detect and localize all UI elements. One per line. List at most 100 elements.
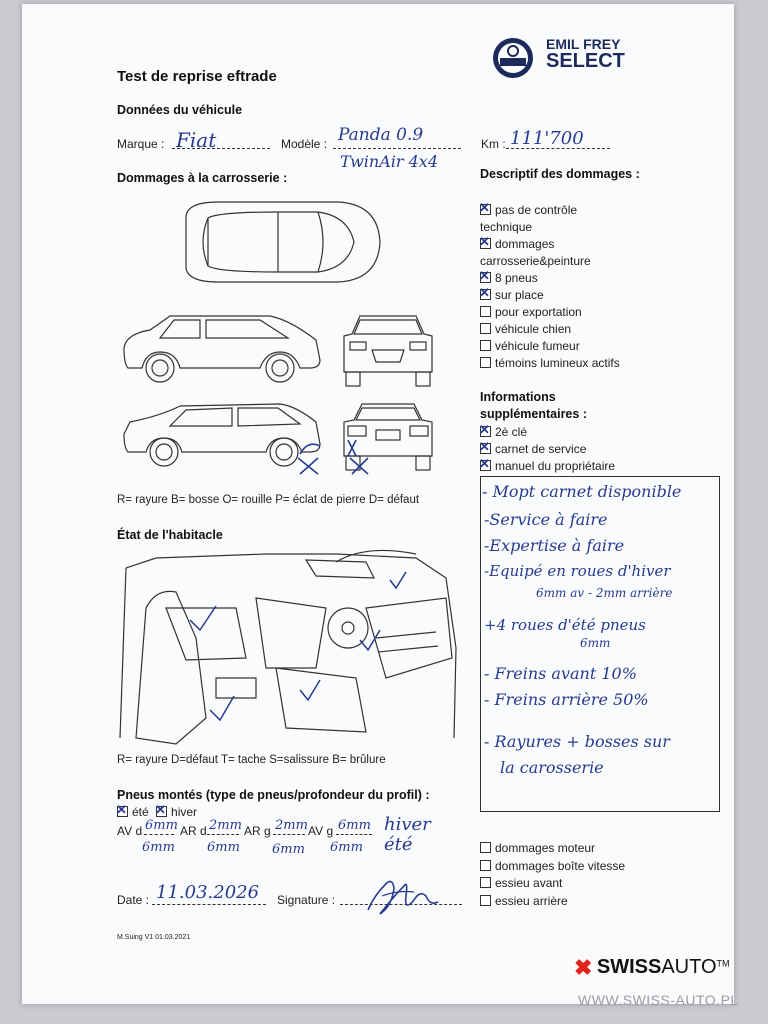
item-label: sur place: [495, 288, 544, 302]
logo-line1: EMIL FREY: [546, 36, 621, 52]
extra-info-item-2[interactable]: manuel du propriétaire: [479, 456, 616, 473]
item-label: dommages moteur: [495, 841, 596, 855]
checkbox-icon[interactable]: [480, 877, 491, 888]
ar-g-label: AR g: [244, 824, 271, 838]
item-label: dommages: [495, 237, 555, 251]
damage-desc-heading: Descriptif des dommages :: [480, 167, 640, 181]
interior-diagram: [119, 549, 457, 745]
swiss-auto-watermark: ✖ SWISSAUTOTM: [574, 955, 730, 981]
bodywork-legend: R= rayure B= bosse O= rouille P= éclat d…: [117, 494, 420, 506]
emil-frey-seal-icon: [493, 38, 533, 78]
car-side-view-right-diagram: [123, 315, 321, 383]
notes-box[interactable]: [480, 476, 720, 812]
av-g-field: [336, 820, 372, 835]
damage-desc-item-3[interactable]: sur place: [479, 285, 544, 302]
item-label: pour exportation: [495, 305, 582, 319]
watermark-brand-b: AUTO: [661, 956, 717, 978]
tyre-ete-checkbox[interactable]: [116, 802, 128, 818]
tyre-ete-label: été: [132, 805, 149, 819]
modele-value-1: Panda 0.9: [338, 125, 424, 145]
checkbox-icon[interactable]: [479, 422, 491, 438]
km-value: 111'700: [510, 128, 584, 149]
item-label: témoins lumineux actifs: [495, 356, 620, 370]
car-rear-view-diagram: [343, 403, 433, 471]
item-label: 2è clé: [495, 425, 528, 439]
damage-desc-item-7[interactable]: témoins lumineux actifs: [480, 356, 620, 370]
modele-field: [333, 132, 461, 149]
interior-damage-marks: [189, 571, 407, 722]
item-label: manuel du propriétaire: [495, 459, 616, 473]
damage-desc-item-4[interactable]: pour exportation: [480, 305, 582, 319]
note-line-6: 6mm: [580, 636, 611, 650]
modele-label: Modèle :: [281, 137, 328, 151]
watermark-url[interactable]: WWW.SWISS-AUTO.PL: [578, 992, 739, 1008]
checkbox-icon[interactable]: [480, 323, 491, 334]
damage-desc-item-6[interactable]: véhicule fumeur: [480, 339, 580, 353]
checkbox-icon[interactable]: [480, 340, 491, 351]
tyre-hiver-checkbox[interactable]: [155, 802, 168, 818]
damage-desc-item-1[interactable]: dommages: [479, 234, 555, 251]
damage-desc-item-0-cont: technique: [480, 220, 533, 234]
season-1: hiver: [384, 814, 431, 835]
watermark-tm: TM: [716, 958, 730, 969]
car-side-view-left-diagram: [123, 403, 321, 467]
checkbox-icon[interactable]: [479, 268, 491, 284]
note-line-7: - Freins avant 10%: [484, 664, 637, 683]
checkbox-icon[interactable]: [480, 860, 491, 871]
ar-d-value: 2mm: [209, 818, 242, 833]
checkbox-icon[interactable]: [480, 357, 491, 368]
vehicle-heading: Données du véhicule: [117, 103, 243, 117]
checkbox-icon[interactable]: [480, 306, 491, 317]
km-field: [506, 132, 610, 149]
extra-damage-item-0[interactable]: dommages moteur: [480, 841, 595, 855]
extra-info-heading-2: supplémentaires :: [480, 407, 587, 421]
tyres-heading: Pneus montés (type de pneus/profondeur d…: [117, 788, 430, 802]
item-label: 8 pneus: [495, 271, 538, 285]
item-label: pas de contrôle: [495, 203, 578, 217]
note-line-5: +4 roues d'été pneus: [484, 616, 646, 634]
checkbox-icon[interactable]: [479, 456, 491, 472]
checkbox-icon[interactable]: [479, 285, 491, 301]
checkbox-icon[interactable]: [479, 234, 491, 250]
tyre-hiver-label: hiver: [171, 805, 198, 819]
ar-d-label: AR d: [180, 824, 207, 838]
interior-legend: R= rayure D=défaut T= tache S=salissure …: [117, 754, 386, 766]
checkbox-icon[interactable]: [479, 439, 491, 455]
interior-heading: État de l'habitacle: [117, 528, 223, 542]
date-field: [152, 888, 266, 905]
extra-info-item-1[interactable]: carnet de service: [479, 439, 587, 456]
extra-damage-item-2[interactable]: essieu avant: [480, 876, 562, 890]
item-label: dommages boîte vitesse: [495, 859, 626, 873]
signature-image: [367, 880, 439, 915]
note-line-9: - Rayures + bosses sur: [484, 732, 670, 751]
extra-damage-item-3[interactable]: essieu arrière: [480, 894, 568, 908]
checkbox-icon[interactable]: [480, 842, 491, 853]
note-line-0: - Mopt carnet disponible: [482, 482, 682, 501]
date-label: Date :: [117, 893, 150, 907]
item-label: carnet de service: [495, 442, 587, 456]
date-value: 11.03.2026: [156, 882, 260, 903]
row2-value-1: 6mm: [142, 840, 175, 855]
checkbox-icon[interactable]: [480, 895, 491, 906]
checkbox-icon[interactable]: [479, 200, 491, 216]
row2-value-3: 6mm: [272, 842, 305, 857]
car-front-view-diagram: [343, 315, 433, 387]
note-line-8: - Freins arrière 50%: [484, 690, 649, 709]
watermark-brand-a: SWISS: [596, 956, 662, 978]
row2-value-2: 6mm: [207, 840, 240, 855]
marque-label: Marque :: [117, 137, 165, 151]
damage-desc-item-0[interactable]: pas de contrôle: [479, 200, 578, 217]
damage-desc-item-2[interactable]: 8 pneus: [479, 268, 538, 285]
car-top-view-diagram: [185, 201, 381, 283]
signature-field: [340, 888, 462, 905]
item-label: véhicule fumeur: [495, 339, 580, 353]
marque-field: [172, 132, 270, 149]
extra-damage-item-1[interactable]: dommages boîte vitesse: [480, 859, 625, 873]
av-d-label: AV d: [117, 824, 143, 838]
swiss-auto-star-icon: ✖: [574, 955, 593, 980]
row2-value-4: 6mm: [330, 840, 363, 855]
extra-info-item-0[interactable]: 2è clé: [479, 422, 528, 439]
form-title: Test de reprise eftrade: [117, 68, 277, 85]
av-g-value: 6mm: [338, 818, 371, 833]
damage-desc-item-5[interactable]: véhicule chien: [480, 322, 571, 336]
